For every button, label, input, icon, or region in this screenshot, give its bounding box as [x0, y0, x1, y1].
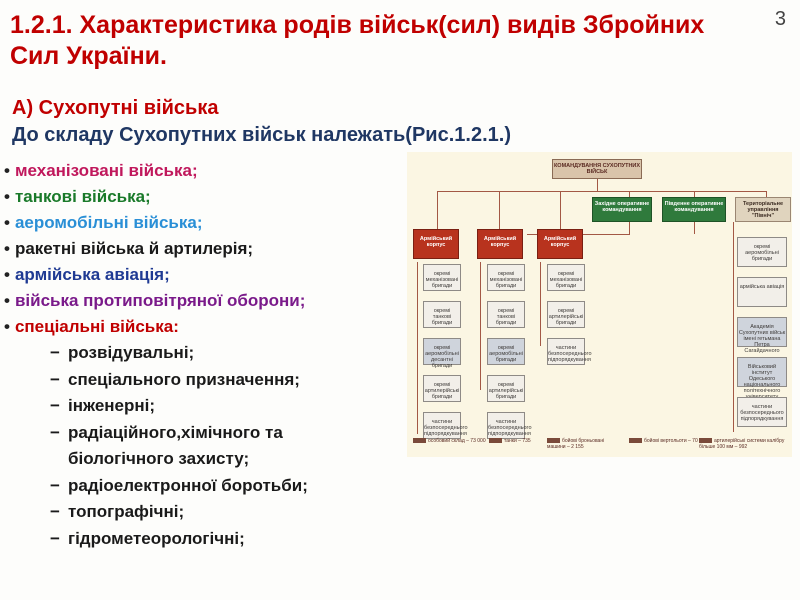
troops-list-label: механізовані війська;	[14, 161, 198, 180]
special-troops-label: спеціального призначення;	[68, 369, 300, 389]
org-chart-unit: частини безпосереднього підпорядкування	[423, 412, 468, 439]
legend-tanks: танки – 735	[489, 438, 531, 444]
troops-list-label: аеромобільні війська;	[14, 213, 203, 232]
special-troops-label: гідрометеорологічні;	[68, 528, 245, 548]
special-troops-item: −гідрометеорологічні;	[50, 526, 308, 553]
special-troops-item: −розвідувальні;	[50, 340, 308, 367]
org-chart-unit: окремі танкові бригади	[423, 301, 461, 328]
special-troops-item: біологічного захисту;	[50, 446, 308, 473]
org-chart-hq: КОМАНДУВАННЯ СУХОПУТНИХ ВІЙСЬК	[552, 159, 642, 179]
bullet-icon: •	[4, 213, 10, 232]
special-troops-item: −інженерні;	[50, 393, 308, 420]
special-troops-item: −радіоелектронної боротьби;	[50, 473, 308, 500]
org-chart-figure: КОМАНДУВАННЯ СУХОПУТНИХ ВІЙСЬК Армійськи…	[407, 152, 792, 457]
subtitle-composition: До складу Сухопутних військ належать(Рис…	[12, 124, 511, 146]
special-troops-list: −розвідувальні;−спеціального призначення…	[50, 340, 308, 552]
slide-number: 3	[774, 8, 786, 30]
special-troops-label: топографічні;	[68, 502, 185, 521]
org-chart-unit: окремі механізовані бригади	[423, 264, 461, 291]
troops-list-item: •армійська авіація;	[4, 262, 305, 288]
special-troops-item: −спеціального призначення;	[50, 367, 308, 394]
subtitle-ground-forces: А) Сухопутні війська	[12, 97, 219, 119]
bullet-icon: •	[4, 291, 10, 310]
dash-icon: −	[50, 396, 60, 415]
org-chart-unit: окремі аеромобільні бригади	[737, 237, 787, 267]
special-troops-label: радіоелектронної боротьби;	[68, 475, 308, 495]
troops-list-label: війська протиповітряної оборони;	[14, 291, 306, 310]
org-chart-unit: окремі механізовані бригади	[547, 264, 585, 291]
org-chart-unit: окремі танкові бригади	[487, 301, 525, 328]
special-troops-label: радіаційного,хімічного та	[68, 422, 283, 442]
dash-icon: −	[50, 528, 60, 548]
dash-icon: −	[50, 369, 60, 389]
legend-armored-vehicles: бойові броньовані машини – 2 155	[547, 438, 605, 450]
troops-list: •механізовані війська;•танкові війська;•…	[4, 158, 305, 340]
org-chart-corps-2: Армійський корпус	[477, 229, 523, 259]
troops-list-item: •танкові війська;	[4, 184, 305, 210]
org-chart-corps-3: Армійський корпус	[537, 229, 583, 259]
troops-list-label: танкові війська;	[14, 187, 151, 206]
bullet-icon: •	[4, 317, 10, 336]
org-chart-unit: окремі артилерійські бригади	[487, 375, 525, 402]
org-chart-unit: окремі механізовані бригади	[487, 264, 525, 291]
org-chart-unit: частини безпосереднього підпорядкування	[737, 397, 787, 427]
troops-list-item: •аеромобільні війська;	[4, 210, 305, 236]
bullet-icon: •	[4, 161, 10, 180]
legend-helicopters: бойові вертольоти – 70	[629, 438, 698, 444]
org-chart-unit: частини безпосереднього підпорядкування	[487, 412, 532, 439]
slide-title: 1.2.1. Характеристика родів військ(сил) …	[10, 11, 705, 70]
org-chart-unit: Академія Сухопутних військ імені гетьман…	[737, 317, 787, 354]
special-troops-label: інженерні;	[68, 396, 156, 415]
legend-personnel: особовий склад – 73 000	[413, 438, 486, 444]
dash-icon: −	[50, 343, 60, 362]
org-chart-unit: окремі аеромобільні десантні бригади	[423, 338, 461, 369]
troops-list-label: спеціальні війська:	[14, 317, 179, 336]
troops-list-item: •війська протиповітряної оборони;	[4, 288, 305, 314]
bullet-icon: •	[4, 187, 10, 206]
special-troops-label: розвідувальні;	[68, 343, 195, 362]
org-chart-unit: окремі аеромобільні бригади	[487, 338, 525, 365]
legend-artillery: артилерійські системи калібру більше 100…	[699, 438, 785, 450]
dash-icon: −	[50, 422, 60, 442]
org-chart-corps-1: Армійський корпус	[413, 229, 459, 259]
troops-list-item: •ракетні війська й артилерія;	[4, 236, 305, 262]
special-troops-item: −топографічні;	[50, 499, 308, 526]
troops-list-item: •спеціальні війська:	[4, 314, 305, 340]
org-chart-unit: армійська авіація	[737, 277, 787, 307]
troops-list-label: армійська авіація;	[14, 265, 170, 284]
org-chart-territorial-command: Територіальне управління "Північ"	[735, 197, 791, 222]
bullet-icon: •	[4, 265, 10, 284]
org-chart-western-command: Західне оперативне командування	[592, 197, 652, 222]
special-troops-label: біологічного захисту;	[68, 449, 250, 468]
dash-icon: −	[50, 502, 60, 521]
org-chart-southern-command: Південне оперативне командування	[662, 197, 726, 222]
org-chart-unit: окремі артилерійські бригади	[423, 375, 461, 402]
special-troops-item: −радіаційного,хімічного та	[50, 420, 308, 447]
org-chart-unit: частини безпосереднього підпорядкування	[547, 338, 592, 365]
bullet-icon: •	[4, 239, 10, 258]
org-chart-unit: Військовий інститут Одеського національн…	[737, 357, 787, 400]
troops-list-label: ракетні війська й артилерія;	[14, 239, 254, 258]
org-chart-unit: окремі артилерійські бригади	[547, 301, 585, 328]
troops-list-item: •механізовані війська;	[4, 158, 305, 184]
dash-icon: −	[50, 475, 60, 495]
